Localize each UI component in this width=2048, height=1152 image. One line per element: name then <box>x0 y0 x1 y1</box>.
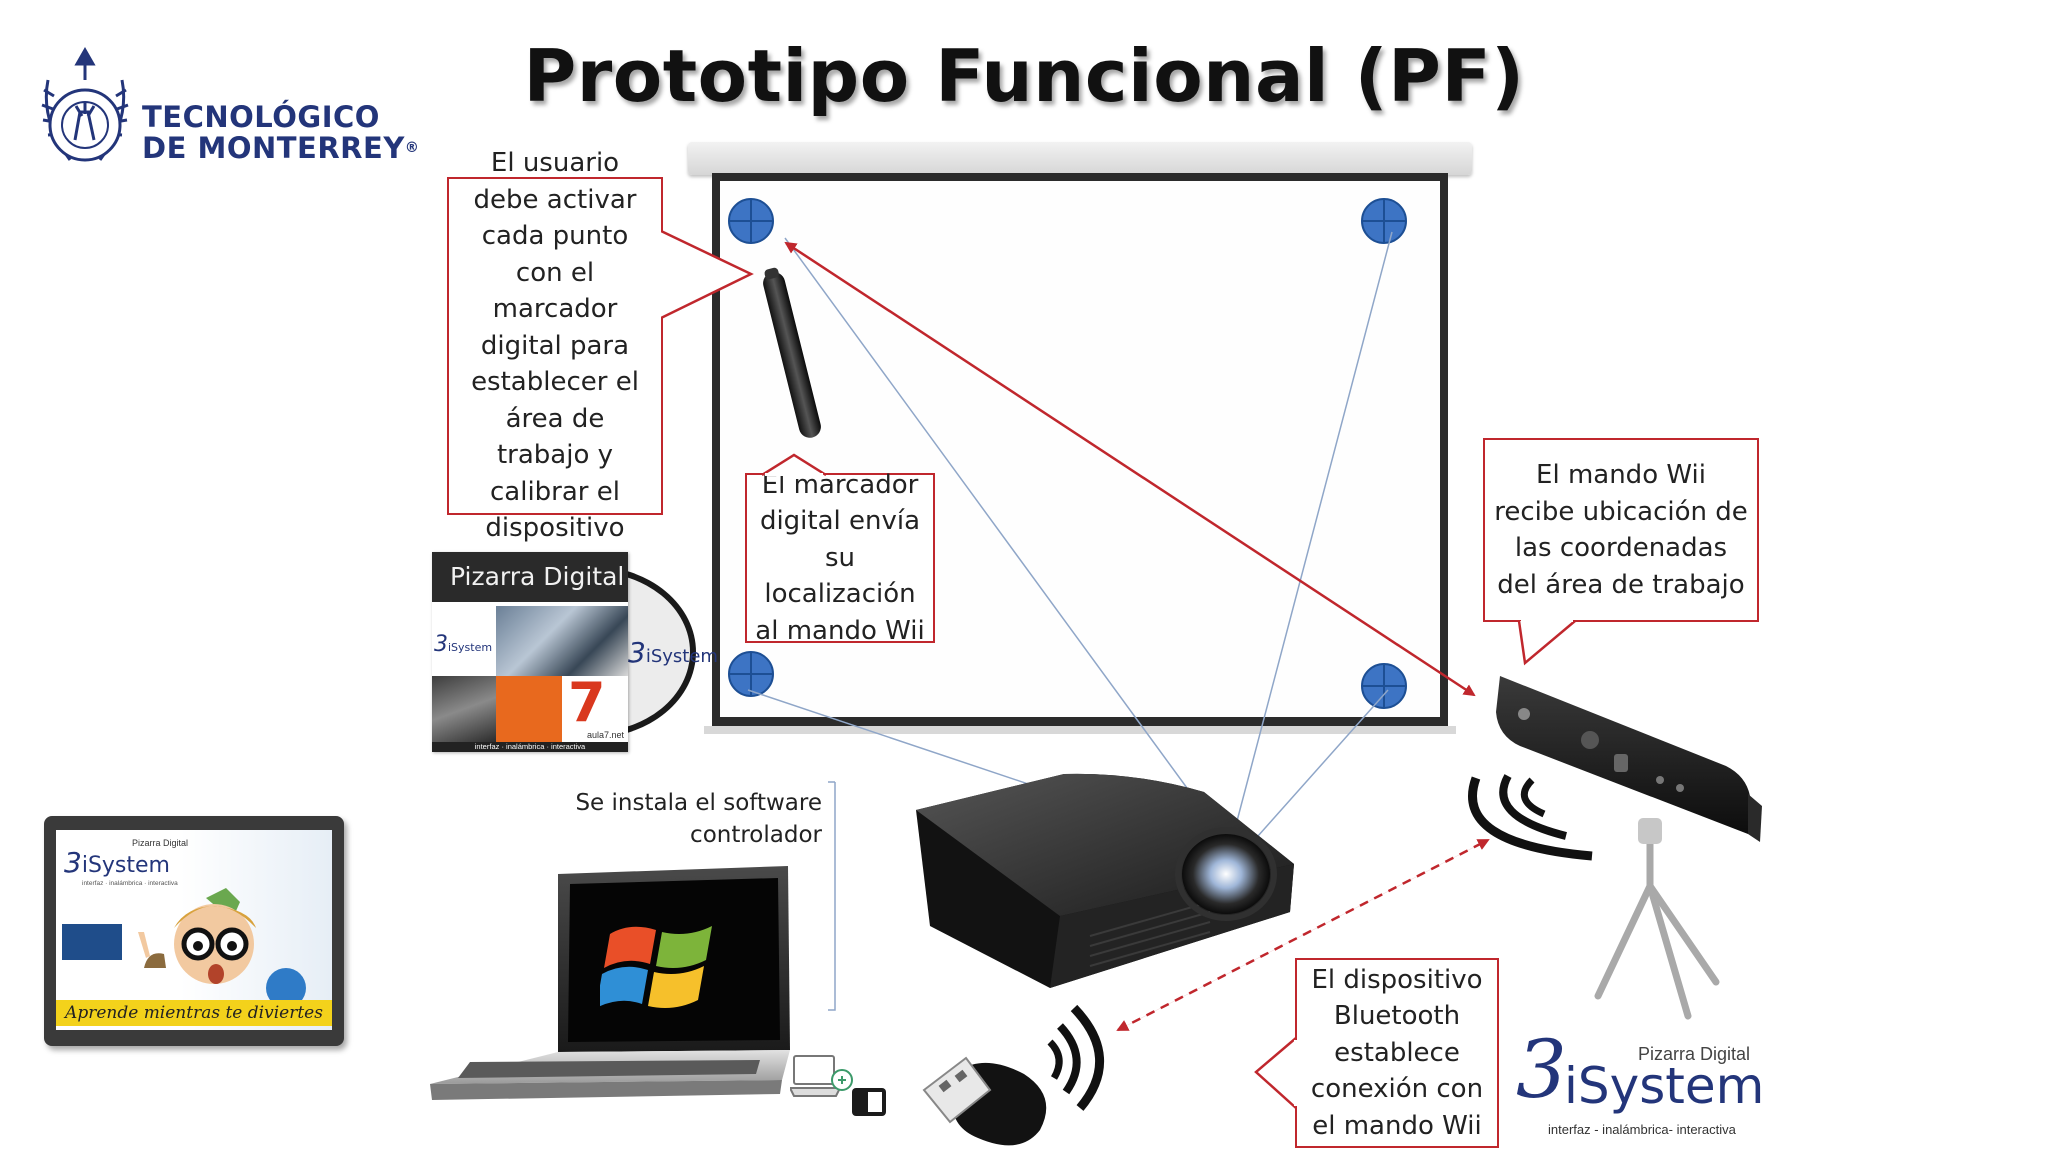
cd-cover: Pizarra Digital 3iSystem 7 aula7.net int… <box>432 552 628 752</box>
wii-remote-icon <box>1496 676 1762 1020</box>
institution-logo: TECNOLÓGICO DE MONTERREY® <box>142 102 419 164</box>
isystem-logo-name: iSystem <box>1564 1057 1765 1115</box>
software-connector-line <box>828 781 836 1011</box>
calibration-point-top-left-icon <box>728 198 774 244</box>
promo-frame: Pizarra Digital 3iSystem interfaz · inal… <box>44 816 344 1046</box>
isystem-logo-mark: 3 <box>1516 1023 1567 1116</box>
callout-bluetooth: El dispositivo Bluetooth establece conex… <box>1295 958 1499 1148</box>
windows-logo-icon <box>600 926 712 1008</box>
laptop-icon <box>430 866 790 1100</box>
wireless-signal-icon <box>1047 1004 1104 1111</box>
promo-illustration <box>62 888 306 1008</box>
callout-wii-text: El mando Wii recibe ubicación de las coo… <box>1494 460 1748 600</box>
tripod-icon <box>1594 832 1720 1020</box>
usb-connect-icon <box>790 1055 886 1116</box>
software-note-line2: controlador <box>690 822 822 848</box>
callout-bluetooth-text: El dispositivo Bluetooth establece conex… <box>1310 964 1484 1141</box>
cd-cover-aula-panel: 7 aula7.net <box>562 676 628 742</box>
registered-mark: ® <box>404 140 420 156</box>
callout-calibrate-text: El usuario debe activar cada punto con e… <box>471 148 639 544</box>
bluetooth-link-line-reverse <box>1116 839 1489 1031</box>
callout-calibrate: El usuario debe activar cada punto con e… <box>447 148 663 543</box>
cd-cover-photo-top <box>496 606 628 676</box>
projection-screen-bottom-bar <box>704 726 1456 734</box>
isystem-logo-tagline: interfaz - inalámbrica- interactiva <box>1548 1122 1736 1137</box>
page-title: Prototipo Funcional (PF) <box>523 34 1525 118</box>
institution-name-line2: DE MONTERREY <box>142 131 405 165</box>
cd-brand-disc: 3iSystem <box>628 636 718 669</box>
calibration-point-bottom-right-icon <box>1361 663 1407 709</box>
callout-marker: El marcador digital envía su localizació… <box>745 470 935 646</box>
callout-bluetooth-pointer <box>1254 1037 1298 1109</box>
callout-wii: El mando Wii recibe ubicación de las coo… <box>1483 438 1759 622</box>
software-note-line1: Se instala el software <box>575 790 822 816</box>
cd-cover-digit: 7 <box>568 671 606 734</box>
cd-cover-brand-text: iSystem <box>448 641 493 654</box>
promo-slogan: Aprende mientras te diviertes <box>65 1003 323 1023</box>
wii-signal-icon <box>1468 774 1593 861</box>
software-cd-package: 3iSystem Pizarra Digital 3iSystem 7 aula… <box>432 552 718 752</box>
promo-brand-text: iSystem <box>81 853 170 878</box>
software-note: Se instala el software controlador <box>560 787 822 851</box>
promo-brand: 3iSystem <box>64 846 170 879</box>
isystem-logo-heading: Pizarra Digital <box>1638 1044 1751 1064</box>
promo-heading: Pizarra Digital <box>132 838 189 848</box>
cd-cover-tagline: interfaz · inalámbrica · interactiva <box>432 742 628 752</box>
projector-icon <box>916 773 1294 988</box>
callout-marker-text: El marcador digital envía su localizació… <box>755 469 925 646</box>
cd-brand-disc-text: iSystem <box>645 646 718 667</box>
tec-seal-icon <box>41 46 129 162</box>
bluetooth-dongle-icon <box>922 1056 1047 1146</box>
promo-tagline: interfaz · inalámbrica · interactiva <box>82 880 178 887</box>
promo-slogan-bar: Aprende mientras te diviertes <box>56 1000 332 1026</box>
isystem-logo: Pizarra Digital 3 iSystem interfaz - ina… <box>1514 1030 1764 1140</box>
calibration-point-top-right-icon <box>1361 198 1407 244</box>
projection-screen-case <box>688 142 1472 175</box>
cd-cover-aula: aula7.net <box>586 730 624 740</box>
cd-cover-photo-bottom-left <box>432 676 496 742</box>
callout-calibrate-pointer <box>661 230 754 320</box>
promo-canvas: Pizarra Digital 3iSystem interfaz · inal… <box>56 830 332 1030</box>
callout-wii-pointer <box>1517 619 1576 666</box>
cd-cover-orange-panel <box>496 676 562 742</box>
cd-cover-brand: 3iSystem <box>434 632 493 657</box>
laser-link-line-arrowhead <box>785 242 1476 697</box>
calibration-point-bottom-left-icon <box>728 651 774 697</box>
institution-name-line1: TECNOLÓGICO <box>142 100 380 134</box>
callout-marker-pointer <box>761 453 827 476</box>
cd-cover-title: Pizarra Digital <box>432 552 628 602</box>
digital-marker-icon <box>763 267 821 438</box>
